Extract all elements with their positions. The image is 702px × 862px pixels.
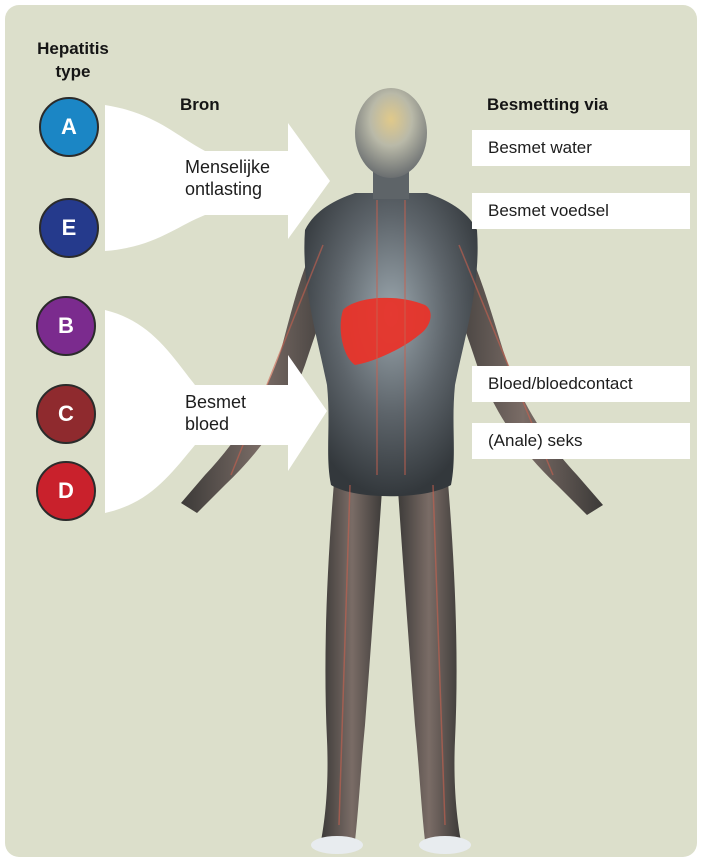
source-label-feces: Menselijke ontlasting xyxy=(185,156,285,200)
header-hepatitis-type: Hepatitis type xyxy=(25,37,121,83)
diagram-panel: Hepatitis type Bron Besmetting via A E B… xyxy=(5,5,697,857)
transmission-water: Besmet water xyxy=(472,130,690,166)
header-transmission: Besmetting via xyxy=(487,95,608,115)
hepatitis-b-circle: B xyxy=(36,296,96,356)
hepatitis-c-circle: C xyxy=(36,384,96,444)
hepatitis-d-circle: D xyxy=(36,461,96,521)
transmission-blood-contact: Bloed/bloedcontact xyxy=(472,366,690,402)
hepatitis-a-circle: A xyxy=(39,97,99,157)
source-label-blood: Besmet bloed xyxy=(185,391,265,435)
right-leg xyxy=(397,470,461,841)
left-foot xyxy=(311,836,363,854)
head xyxy=(355,88,427,178)
right-foot xyxy=(419,836,471,854)
transmission-anal-sex: (Anale) seks xyxy=(472,423,690,459)
hepatitis-e-circle: E xyxy=(39,198,99,258)
transmission-food: Besmet voedsel xyxy=(472,193,690,229)
header-source: Bron xyxy=(180,95,220,115)
left-leg xyxy=(321,470,383,841)
